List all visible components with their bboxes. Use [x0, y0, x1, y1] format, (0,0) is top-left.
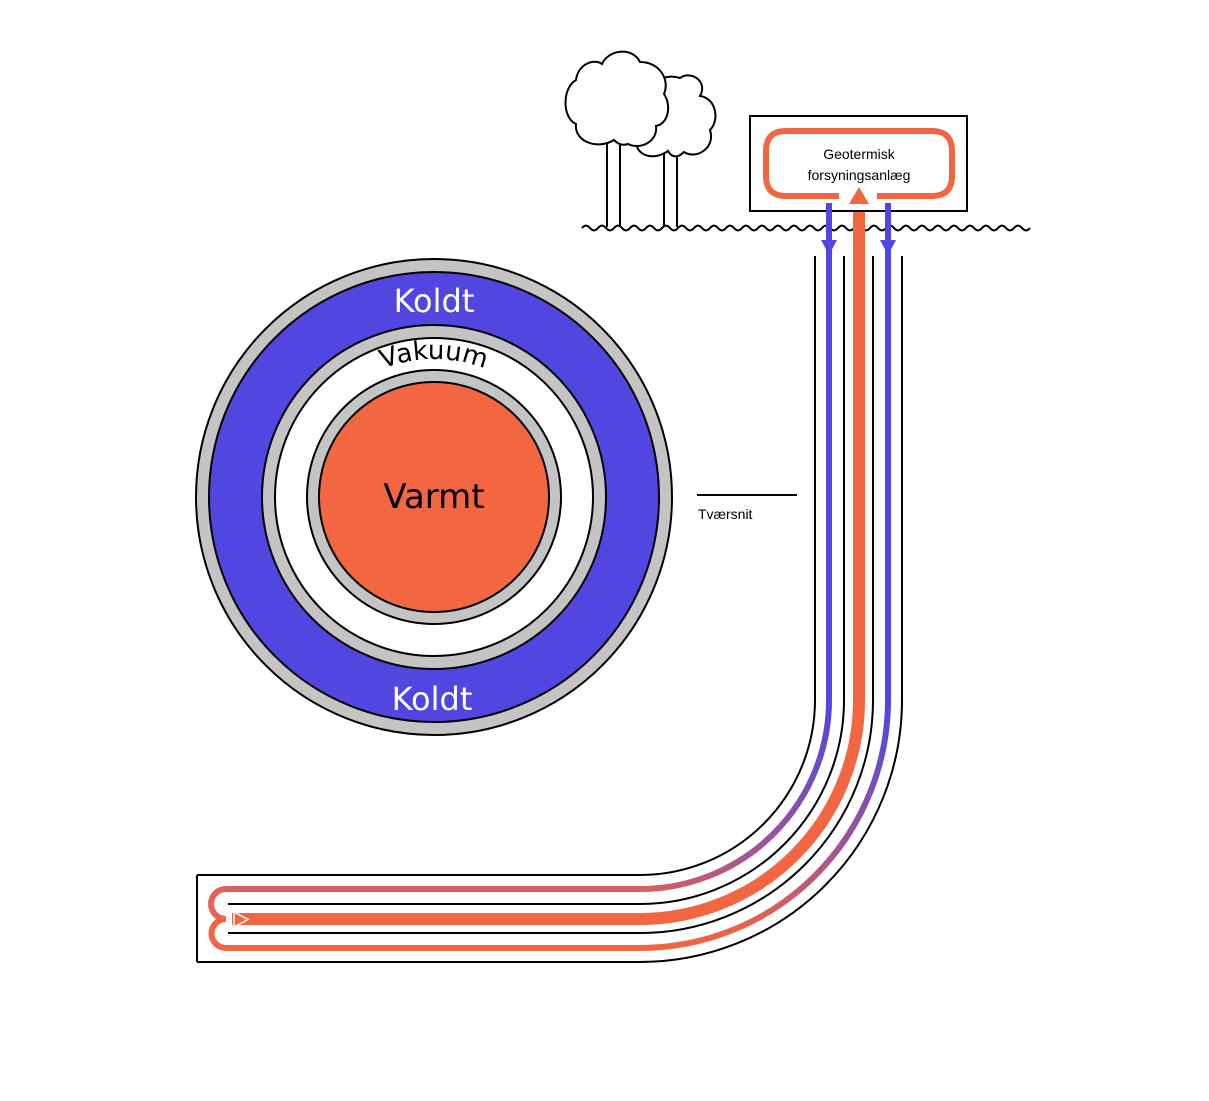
flow-lines: [208, 203, 891, 951]
pipe-wall-4: [197, 256, 903, 963]
hot-flow-line-center: [232, 212, 865, 925]
u-turn-bottom: [208, 916, 227, 951]
hot-label: Varmt: [383, 477, 484, 517]
plant-hot-loop: [763, 128, 955, 199]
cold-flow-line-left-bend: [226, 699, 832, 892]
cross-section-caption: Tværsnit: [698, 506, 753, 522]
hot-flow-arrow-up-icon: [849, 187, 869, 204]
pipe-wall-3: [228, 256, 874, 934]
cold-flow-arrow-down-left-icon: [821, 240, 837, 255]
ground-surface-line: [581, 224, 1031, 232]
cold-label-top: Koldt: [394, 282, 475, 320]
pipe-wall-2: [228, 256, 845, 905]
cold-flow-arrow-down-right-icon: [880, 240, 896, 255]
u-turn-top: [208, 886, 227, 922]
plant-label-line1: Geotermisk: [823, 146, 896, 162]
hot-core: [318, 381, 550, 613]
cross-section: [195, 258, 673, 736]
cold-label-bottom: Koldt: [392, 680, 473, 718]
tree-front: [564, 50, 670, 227]
pipe-walls: [196, 256, 903, 963]
tree-crown-icon: [564, 50, 670, 147]
hot-flow-arrow-right-icon: [233, 910, 250, 929]
cold-flow-line-right-bend: [226, 699, 891, 951]
pipe-wall-1: [197, 256, 816, 876]
plant-label-line2: forsyningsanlæg: [808, 167, 911, 183]
